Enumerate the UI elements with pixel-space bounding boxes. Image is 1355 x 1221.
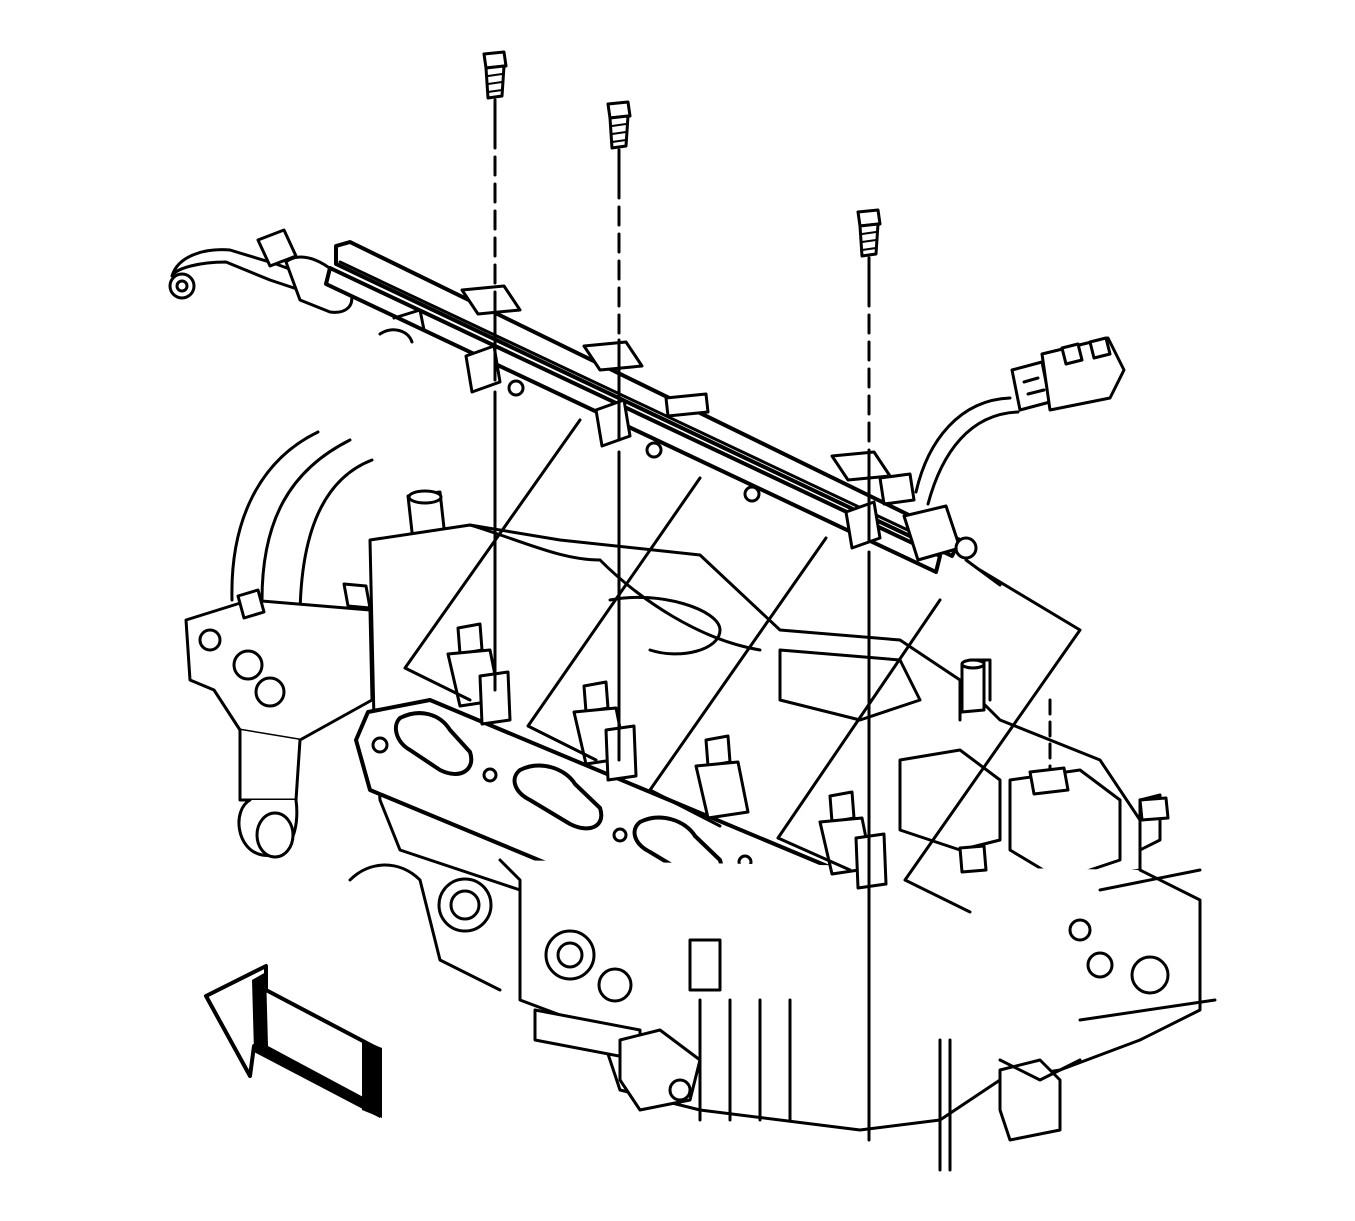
connector-icon bbox=[914, 336, 1126, 587]
injector-callout-lines bbox=[403, 418, 1082, 914]
injector-icon bbox=[446, 622, 888, 890]
bolt-icon bbox=[482, 50, 882, 1142]
rail-bolt-3 bbox=[856, 208, 882, 1142]
engine-icon bbox=[184, 430, 1217, 1172]
rail-bolt-1 bbox=[482, 50, 508, 692]
front-direction-arrow-icon bbox=[204, 964, 382, 1118]
fuel-rail-icon bbox=[168, 228, 978, 574]
fuel-injector-4 bbox=[818, 790, 888, 890]
fuel-injector-2 bbox=[572, 680, 638, 782]
fuel-injector-3 bbox=[694, 734, 750, 820]
intake-port bbox=[512, 763, 604, 831]
fuel-injector-1 bbox=[446, 622, 512, 726]
rail-bolt-2 bbox=[606, 100, 632, 762]
intake-port bbox=[393, 711, 474, 776]
